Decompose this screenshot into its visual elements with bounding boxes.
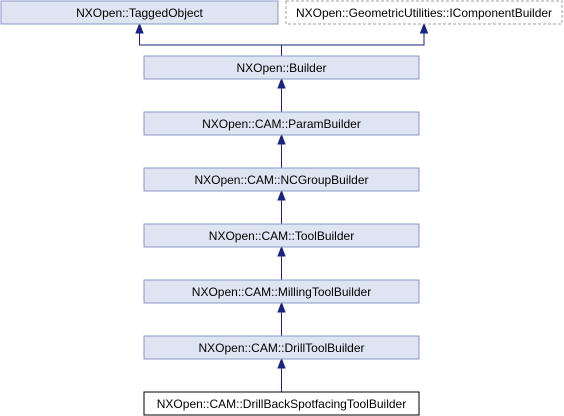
node-drill-tool-builder-label: NXOpen::CAM::DrillToolBuilder: [198, 341, 364, 355]
node-icomponent-builder-box: [285, 0, 563, 25]
edge-milling-tool-builder-to-tool-builder-arrowhead: [277, 245, 286, 257]
node-builder[interactable]: NXOpen::Builder: [143, 55, 420, 80]
edge-ncgroup-builder-to-param-builder-arrowhead: [277, 133, 286, 145]
edge-param-builder-to-builder-arrowhead: [277, 77, 286, 89]
node-drill-back-spotfacing-tool-builder-box: [143, 391, 420, 416]
node-icomponent-builder[interactable]: NXOpen::GeometricUtilities::IComponentBu…: [285, 0, 563, 25]
node-milling-tool-builder[interactable]: NXOpen::CAM::MillingToolBuilder: [143, 279, 420, 304]
edge-tool-builder-to-ncgroup-builder-arrowhead: [277, 189, 286, 201]
node-tagged-object-box: [0, 0, 279, 25]
edge-builder-to-tagged-object-arrowhead: [135, 22, 144, 34]
node-drill-back-spotfacing-tool-builder-label: NXOpen::CAM::DrillBackSpotfacingToolBuil…: [157, 397, 406, 411]
edge-builder-to-icomponent-builder-arrowhead: [419, 22, 429, 34]
edge-drill-back-spotfacing-tool-builder-to-drill-tool-builder-arrowhead: [277, 357, 286, 369]
node-tool-builder[interactable]: NXOpen::CAM::ToolBuilder: [143, 223, 420, 248]
node-builder-box: [143, 55, 420, 80]
edges-layer: [135, 22, 429, 392]
node-drill-tool-builder[interactable]: NXOpen::CAM::DrillToolBuilder: [143, 335, 420, 360]
node-tool-builder-box: [143, 223, 420, 248]
edge-builder-to-tagged-object-line: [139, 33, 282, 56]
node-param-builder-box: [143, 111, 420, 136]
node-milling-tool-builder-box: [143, 279, 420, 304]
node-ncgroup-builder-label: NXOpen::CAM::NCGroupBuilder: [194, 173, 368, 187]
node-tagged-object-label: NXOpen::TaggedObject: [76, 6, 203, 20]
node-milling-tool-builder-label: NXOpen::CAM::MillingToolBuilder: [192, 285, 371, 299]
node-param-builder-label: NXOpen::CAM::ParamBuilder: [202, 117, 361, 131]
edge-builder-to-icomponent-builder-line: [281, 33, 425, 56]
node-drill-tool-builder-box: [143, 335, 420, 360]
node-param-builder[interactable]: NXOpen::CAM::ParamBuilder: [143, 111, 420, 136]
edge-drill-tool-builder-to-milling-tool-builder-arrowhead: [277, 301, 286, 313]
node-tagged-object[interactable]: NXOpen::TaggedObject: [0, 0, 279, 25]
node-tool-builder-label: NXOpen::CAM::ToolBuilder: [209, 229, 354, 243]
node-ncgroup-builder[interactable]: NXOpen::CAM::NCGroupBuilder: [143, 167, 420, 192]
node-drill-back-spotfacing-tool-builder[interactable]: NXOpen::CAM::DrillBackSpotfacingToolBuil…: [143, 391, 420, 416]
node-ncgroup-builder-box: [143, 167, 420, 192]
node-builder-label: NXOpen::Builder: [236, 61, 326, 75]
node-icomponent-builder-label: NXOpen::GeometricUtilities::IComponentBu…: [296, 6, 552, 20]
